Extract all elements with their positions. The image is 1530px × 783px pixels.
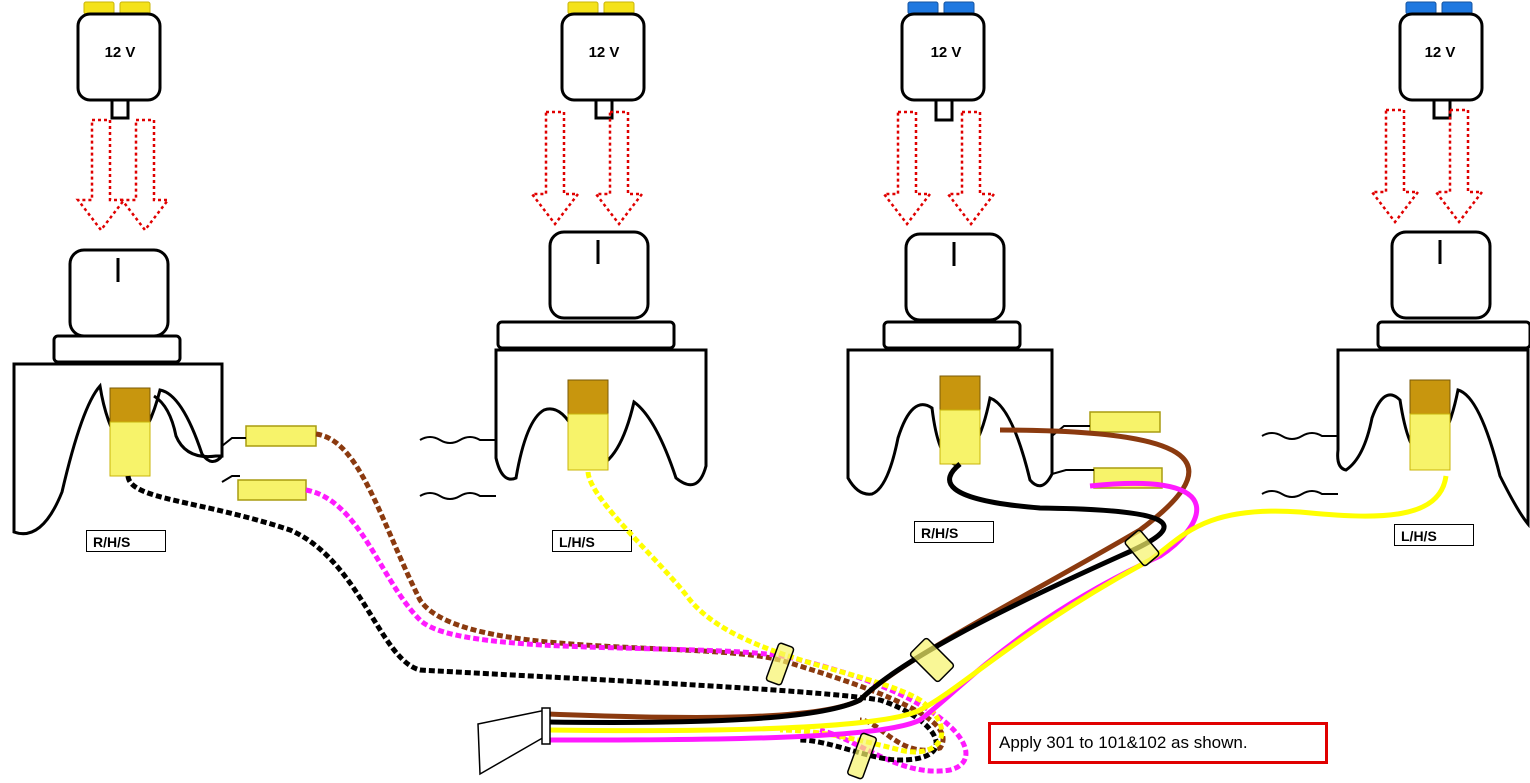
tape-clip (909, 637, 955, 683)
tape-clip (847, 732, 877, 780)
wire-magenta (547, 480, 1200, 743)
harness-connector (477, 709, 547, 776)
assembly-2: 12 V L/H/S (419, 0, 708, 560)
switch-side-label: R/H/S (914, 521, 994, 543)
switch-side-label: R/H/S (86, 530, 166, 552)
wire-yellow (547, 475, 1449, 734)
wire-black (547, 462, 1167, 725)
wire-yellow-dashed (585, 471, 945, 755)
bulb-voltage-label: 12 V (1424, 44, 1456, 61)
assembly-3: 12 V R/H/S (840, 0, 1163, 560)
assembly-4: 12 V L/H/S (1260, 0, 1530, 560)
bulb-switch-drawing-4 (1261, 1, 1530, 529)
bulb-voltage-label: 12 V (588, 44, 620, 61)
bulb-switch-drawing-2 (419, 1, 708, 500)
switch-side-label: L/H/S (1394, 524, 1474, 546)
bulb-switch-drawing-3 (846, 1, 1163, 496)
instruction-note: Apply 301 to 101&102 as shown. (988, 722, 1328, 764)
wire-brown (547, 427, 1192, 720)
bulb-switch-drawing-1 (12, 1, 317, 535)
wire-black-dashed (125, 475, 939, 763)
tape-clip (765, 642, 795, 686)
bulb-voltage-label: 12 V (104, 44, 136, 61)
tape-clip (1124, 529, 1160, 567)
switch-side-label: L/H/S (552, 530, 632, 552)
bulb-voltage-label: 12 V (930, 44, 962, 61)
assembly-1: 12 V R/H/S (0, 0, 317, 560)
connector-lip (541, 707, 551, 745)
